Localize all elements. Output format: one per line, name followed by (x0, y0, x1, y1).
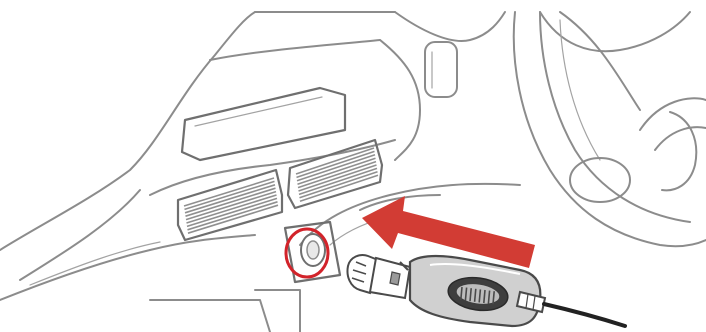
air-vent-left (178, 170, 282, 240)
vent-slat (298, 162, 376, 188)
vent-slat (187, 195, 277, 223)
dashboard-outline (0, 12, 690, 300)
vent-slat (184, 178, 274, 206)
vent-slat (186, 188, 276, 216)
vent-slat (186, 192, 276, 220)
vent-slat (185, 185, 275, 213)
display-panel (182, 88, 345, 160)
car-charger-plug-icon (348, 255, 626, 326)
vent-slat (188, 205, 278, 233)
vent-slat (185, 181, 275, 209)
vent-slat (187, 198, 277, 226)
steering-wheel (514, 12, 706, 246)
dash-switch (425, 42, 457, 97)
air-vent-right (288, 140, 382, 208)
